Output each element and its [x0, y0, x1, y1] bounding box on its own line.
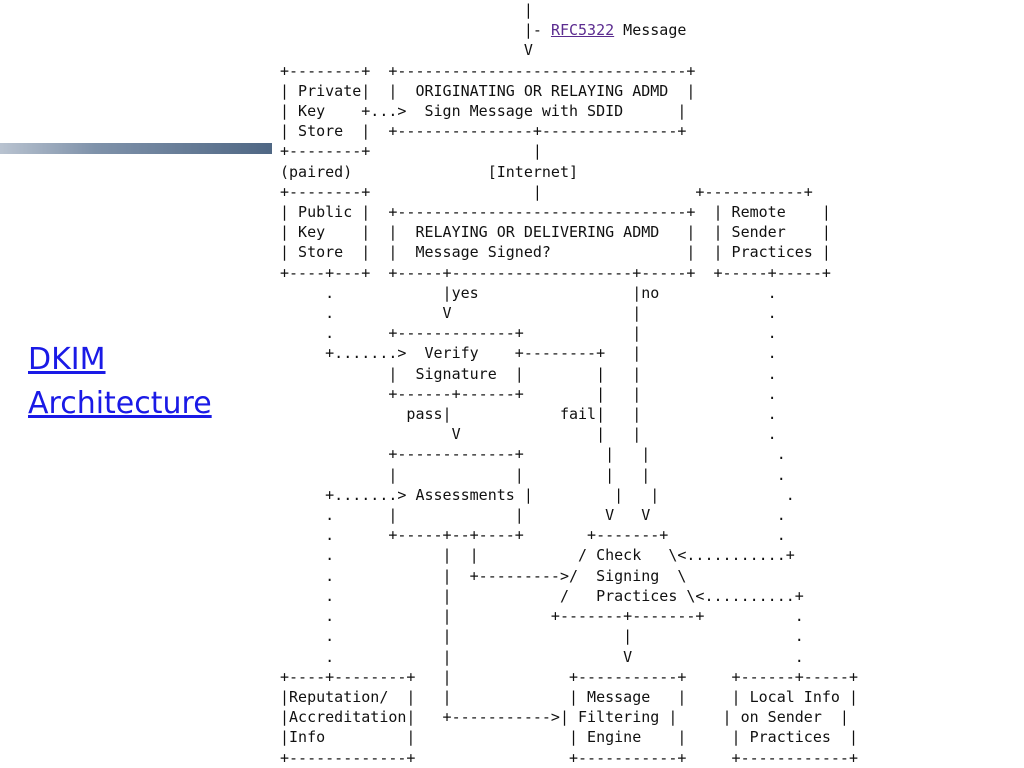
diagram-line-15: . V | . — [280, 304, 777, 323]
diagram-line-34: |Reputation/ | | | Message | | Local Inf… — [280, 687, 858, 706]
diagram-line-33: +----+--------+ | +-----------+ +------+… — [280, 667, 858, 686]
diagram-line-29: . | / Practices \<..........+ — [280, 586, 804, 605]
diagram-line-11: | Key | | RELAYING OR DELIVERING ADMD | … — [280, 223, 831, 242]
diagram-line-32: . | V . — [280, 647, 804, 666]
diagram-line-3: +--------+ +----------------------------… — [280, 61, 696, 80]
diagram-line-8: (paired) [Internet] — [280, 162, 579, 181]
diagram-line-17: +.......> Verify +--------+ | . — [280, 344, 777, 363]
diagram-line-19: +------+------+ | | . — [280, 384, 777, 403]
diagram-line-0: | — [280, 1, 533, 19]
slide-title[interactable]: DKIM Architecture — [28, 338, 212, 426]
message-label: Message — [614, 21, 687, 40]
diagram-line-20: pass| fail| | . — [280, 405, 777, 424]
slide-title-line-1[interactable]: DKIM — [28, 342, 106, 377]
title-accent-bar — [0, 143, 272, 154]
diagram-line-27: . | | / Check \<...........+ — [280, 546, 795, 565]
diagram-line-9: +--------+ | +-----------+ — [280, 182, 813, 201]
diagram-line-14: . |yes |no . — [280, 283, 777, 302]
rfc5322-link[interactable]: RFC5322 — [550, 21, 615, 40]
diagram-line-16: . +-------------+ | . — [280, 324, 777, 343]
diagram-line-2: V — [280, 41, 533, 60]
diagram-line-21: V | | . — [280, 425, 777, 444]
diagram-line-13: +----+---+ +-----+--------------------+-… — [280, 263, 831, 282]
diagram-line-36: |Info | | Engine | | Practices | — [280, 728, 858, 747]
diagram-line-30: . | +-------+-------+ . — [280, 607, 804, 626]
diagram-line-18: | Signature | | | . — [280, 364, 777, 383]
diagram-line-35: |Accreditation| +----------->| Filtering… — [280, 708, 849, 727]
diagram-line-7: +--------+ | — [280, 142, 542, 161]
dkim-ascii-diagram: | |- RFC5322 Message V +--------+ +-----… — [280, 0, 858, 768]
diagram-line-31: . | | . — [280, 627, 804, 646]
diagram-body: V +--------+ +--------------------------… — [280, 41, 858, 766]
diagram-line-26: . +-----+--+----+ +-------+ . — [280, 526, 786, 545]
diagram-line-24: +.......> Assessments | | | . — [280, 485, 795, 504]
diagram-line-5: | Key +...> Sign Message with SDID | — [280, 102, 687, 121]
slide-title-line-2[interactable]: Architecture — [28, 386, 212, 421]
diagram-line-23: | | | | . — [280, 465, 786, 484]
diagram-line-28: . | +--------->/ Signing \ — [280, 566, 687, 585]
diagram-line-1: |- RFC5322 Message — [280, 21, 687, 40]
diagram-line-10: | Public | +----------------------------… — [280, 203, 831, 222]
diagram-line-4: | Private| | ORIGINATING OR RELAYING ADM… — [280, 81, 696, 100]
diagram-line-6: | Store | +---------------+-------------… — [280, 122, 687, 141]
diagram-line-25: . | | V V . — [280, 506, 786, 525]
diagram-line-22: +-------------+ | | . — [280, 445, 786, 464]
diagram-line-37: +-------------+ +-----------+ +---------… — [280, 748, 858, 767]
diagram-line-12: | Store | | Message Signed? | | Practice… — [280, 243, 831, 262]
